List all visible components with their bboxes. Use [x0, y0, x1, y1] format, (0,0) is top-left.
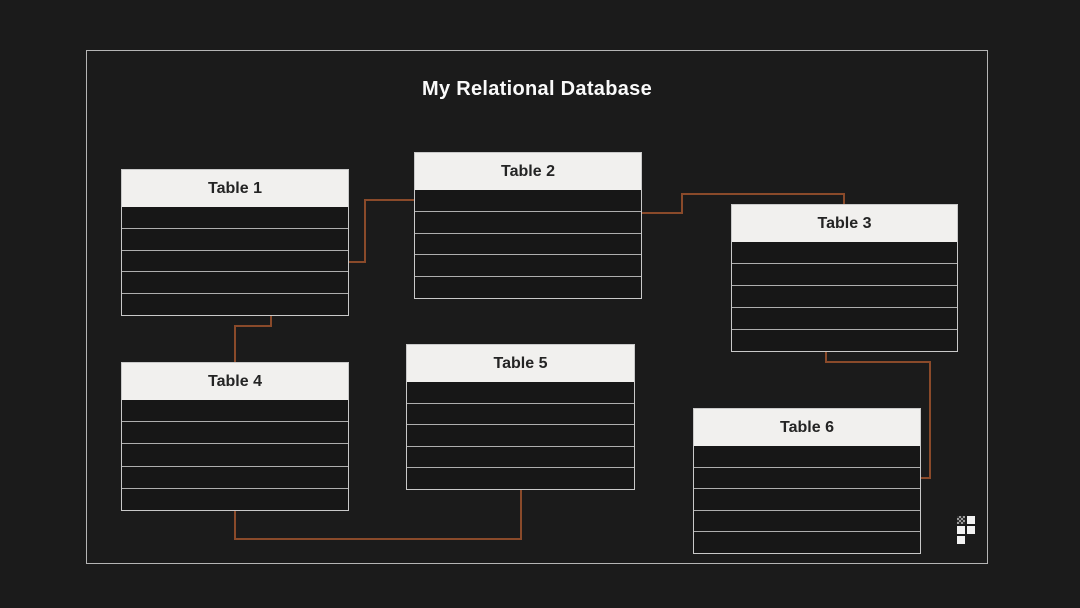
- table-row: [732, 329, 957, 351]
- connector-table4-table5: [234, 510, 236, 540]
- table-row: [694, 488, 920, 510]
- table-body: [415, 190, 641, 298]
- table-row: [122, 400, 348, 422]
- grid-logo-cell-hatch: [957, 516, 965, 524]
- connector-table3-table6: [825, 352, 827, 363]
- table-row: [122, 487, 348, 511]
- grid-logo-cell-empty: [967, 536, 975, 544]
- connector-table1-table4: [234, 325, 236, 362]
- table-row: [407, 445, 634, 468]
- table-row: [732, 285, 957, 307]
- table-row: [407, 402, 634, 425]
- table-row: [732, 242, 957, 263]
- connector-table1-table2: [349, 261, 366, 263]
- connector-table2-table3: [681, 193, 683, 214]
- table-body: [694, 446, 920, 553]
- table-body: [407, 382, 634, 489]
- table-row: [415, 276, 641, 298]
- table-row: [407, 424, 634, 446]
- table-row: [732, 263, 957, 285]
- table-row: [415, 190, 641, 211]
- table-card-2[interactable]: Table 2: [414, 152, 642, 299]
- table-row: [694, 466, 920, 489]
- connector-table2-table3: [843, 193, 845, 205]
- table-row: [407, 382, 634, 403]
- table-row: [694, 509, 920, 532]
- table-card-1[interactable]: Table 1: [121, 169, 349, 316]
- table-header: Table 6: [694, 409, 920, 446]
- table-body: [122, 400, 348, 511]
- table-row: [122, 227, 348, 250]
- table-row: [415, 210, 641, 233]
- table-row: [694, 531, 920, 553]
- table-header: Table 2: [415, 153, 641, 190]
- table-row: [122, 293, 348, 315]
- table-row: [407, 467, 634, 489]
- table-header: Table 4: [122, 363, 348, 400]
- table-card-3[interactable]: Table 3: [731, 204, 958, 352]
- connector-table4-table5: [234, 538, 522, 540]
- connector-table1-table2: [364, 199, 414, 201]
- connector-table1-table2: [364, 199, 366, 263]
- table-row: [122, 249, 348, 272]
- table-row: [122, 207, 348, 228]
- diagram-title: My Relational Database: [421, 78, 652, 100]
- grid-logo-cell: [967, 526, 975, 534]
- table-body: [122, 207, 348, 315]
- connector-table1-table4: [270, 316, 272, 327]
- table-row: [122, 465, 348, 488]
- table-card-5[interactable]: Table 5: [406, 344, 635, 490]
- table-card-4[interactable]: Table 4: [121, 362, 349, 511]
- connector-table1-table4: [234, 325, 272, 327]
- table-row: [122, 421, 348, 444]
- connector-table3-table6: [921, 477, 931, 479]
- connector-table2-table3: [681, 193, 845, 195]
- table-row: [732, 307, 957, 329]
- grid-logo-cell: [957, 526, 965, 534]
- grid-logo-cell: [967, 516, 975, 524]
- grid-logo-icon: [957, 516, 975, 544]
- table-row: [415, 232, 641, 255]
- table-header: Table 5: [407, 345, 634, 382]
- table-row: [415, 254, 641, 277]
- table-body: [732, 242, 957, 351]
- grid-logo-cell: [957, 536, 965, 544]
- table-header: Table 3: [732, 205, 957, 242]
- table-row: [694, 446, 920, 467]
- connector-table2-table3: [642, 212, 683, 214]
- table-row: [122, 271, 348, 294]
- diagram-frame-border: [86, 50, 988, 564]
- connector-table3-table6: [929, 361, 931, 479]
- connector-table3-table6: [825, 361, 931, 363]
- table-row: [122, 443, 348, 466]
- connector-table4-table5: [520, 490, 522, 540]
- table-header: Table 1: [122, 170, 348, 207]
- table-card-6[interactable]: Table 6: [693, 408, 921, 554]
